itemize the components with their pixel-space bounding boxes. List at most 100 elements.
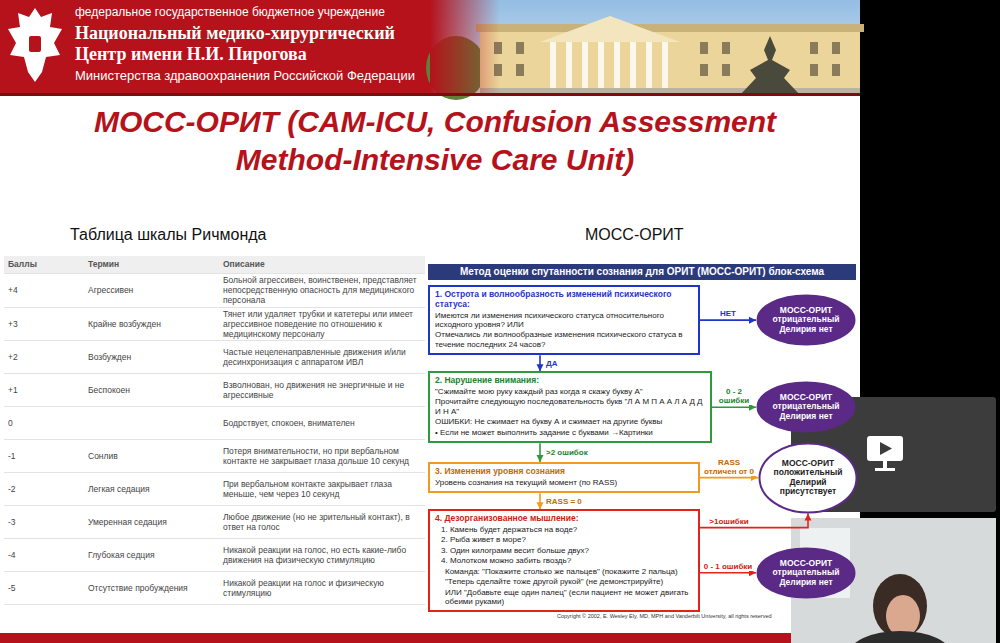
building-photo: [426, 0, 864, 100]
table-text: -2: [8, 484, 16, 494]
step-text: "Теперь сделайте тоже другой рукой" (не …: [435, 577, 693, 586]
arrow-head: [537, 502, 544, 509]
column: [662, 42, 668, 90]
table-text: При вербальном контакте закрывает глаза …: [223, 479, 421, 499]
table-row: +4АгрессивенБольной агрессивен, воинстве…: [4, 274, 425, 308]
result-oval: МОСС-ОРИТ положительный Делирий присутст…: [758, 442, 858, 514]
screen-icon-stand: [883, 461, 887, 469]
column: [614, 42, 620, 90]
result-text: МОСС-ОРИТ отрицательный Делирия нет: [766, 306, 846, 335]
edge-label: RASS отличен от 0: [702, 458, 756, 476]
column: [630, 42, 636, 90]
table-text: Любое движение (но не зрительный контакт…: [223, 512, 421, 532]
connector-line: [700, 477, 758, 479]
person-face: [886, 595, 920, 637]
column: [646, 42, 652, 90]
table-header-row: БаллыТерминОписание: [4, 256, 425, 274]
table-row: +2 Возбужден Частые нецеленаправленные дви…: [4, 341, 425, 374]
oval-outline: [758, 296, 855, 345]
window: [516, 64, 524, 76]
table-cell: При вербальном контакте закрывает глаза …: [219, 473, 425, 505]
result-text: МОСС-ОРИТ отрицательный Делирия нет: [766, 393, 846, 422]
table-cell: -1: [4, 440, 84, 472]
screen-icon-mark: [880, 442, 892, 455]
table-row: +3Крайне возбужденТянет или удаляет труб…: [4, 308, 425, 342]
step-heading: 3. Изменения уровня сознания: [435, 467, 693, 477]
richmond-table: БаллыТерминОписание+4АгрессивенБольной а…: [4, 256, 425, 605]
table-cell: Баллы: [4, 256, 84, 273]
table-text: +1: [8, 385, 18, 395]
section-caption: МОСС-ОРИТ: [585, 225, 684, 245]
connector-line: [700, 514, 808, 528]
oval-text-box: МОСС-ОРИТ отрицательный Делирия нет: [766, 559, 846, 588]
column: [550, 42, 556, 90]
table-text: 0: [8, 418, 13, 428]
table-cell: +1: [4, 374, 84, 406]
table-header: Баллы: [8, 259, 37, 269]
table-cell: Сонлив: [84, 440, 219, 472]
table-cell: Возбужден: [84, 341, 219, 373]
table-text: Возбужден: [88, 352, 131, 362]
table-text: -1: [8, 451, 16, 461]
table-text: Бодрствует, спокоен, внимателен: [223, 418, 355, 428]
section-caption: Таблица шкалы Ричмонда: [70, 225, 266, 245]
table-cell: +2: [4, 341, 84, 373]
result-oval: МОСС-ОРИТ отрицательный Делирия нет: [756, 294, 856, 346]
table-cell: Агрессивен: [84, 274, 219, 307]
table-text: -3: [8, 517, 16, 527]
connector: [537, 355, 544, 371]
oval-text-box: МОСС-ОРИТ отрицательный Делирия нет: [766, 393, 846, 422]
table-cell: Отсутствие пробуждения: [84, 572, 219, 604]
step-heading: 1. Острота и волнообразность изменений п…: [435, 290, 693, 310]
footer-band: [0, 633, 860, 643]
edge-label: >2 ошибок: [545, 448, 589, 457]
edge-label: НЕТ: [719, 309, 737, 318]
table-text: Частые нецеленаправленные движения и/или…: [223, 347, 421, 367]
table-text: Крайне возбужден: [88, 319, 161, 329]
arrow-head: [537, 364, 544, 371]
step-text: Команда: "Покажите столько же пальцев" (…: [435, 567, 693, 576]
oval-outline: [758, 548, 855, 597]
sky: [430, 0, 860, 95]
step-text: Отмечались ли волнообразные изменения пс…: [435, 330, 693, 349]
table-text: Больной агрессивен, воинственен, предста…: [223, 275, 421, 306]
table-cell: Глубокая седция: [84, 539, 219, 571]
step-text: Имеются ли изменения психического статус…: [435, 311, 693, 330]
step-text: "Сжимайте мою руку каждый раз когда я ск…: [435, 387, 705, 396]
step-heading: 2. Нарушение внимания:: [435, 376, 705, 386]
window: [832, 64, 840, 76]
header-text: Министерства здравоохранения Российской …: [75, 68, 430, 84]
table-text: -5: [8, 583, 16, 593]
step-text: 1. Камень будет держаться на воде?: [435, 525, 693, 534]
step-text: Прочитайте следующую последовательность …: [435, 397, 705, 416]
connector: [537, 493, 544, 509]
table-cell: -3: [4, 506, 84, 538]
step-text: ИЛИ "Добавьте еще один палец" (если паци…: [435, 588, 693, 607]
table-cell: Крайне возбужден: [84, 308, 219, 341]
table-row: -1 Сонлив Потеря внимательности, но при ве…: [4, 440, 425, 473]
table-text: Сонлив: [88, 451, 118, 461]
edge-label: >1ошибки: [708, 517, 749, 526]
copyright-note: Copyright © 2002, E. Wesley Ely, MD, MPH…: [556, 613, 773, 620]
table-text: Легкая седация: [88, 484, 150, 494]
arrow-head: [537, 455, 544, 462]
bar-title: Метод оценки спутанности сознания для ОР…: [432, 265, 852, 279]
table-cell: Бодрствует, спокоен, внимателен: [219, 407, 425, 439]
person-hair: [873, 574, 927, 638]
table-text: Отсутствие пробуждения: [88, 583, 188, 593]
table-text: Тянет или удаляет трубки и катетеры или …: [223, 309, 421, 340]
table-row: -2 Легкая седация При вербальном контакте …: [4, 473, 425, 506]
column: [566, 42, 572, 90]
table-text: Потеря внимательности, но при вербальном…: [223, 446, 421, 466]
result-oval: МОСС-ОРИТ отрицательный Делирия нет: [756, 547, 856, 599]
table-cell: Тянет или удаляет трубки и катетеры или …: [219, 308, 425, 341]
emblem: [8, 8, 62, 82]
column: [582, 42, 588, 90]
table-text: -4: [8, 550, 16, 560]
table-text: +2: [8, 352, 18, 362]
table-text: Агрессивен: [88, 285, 133, 295]
table-cell: Описание: [219, 256, 425, 273]
window: [722, 42, 730, 54]
window: [810, 64, 818, 76]
arrow-head: [749, 317, 756, 324]
